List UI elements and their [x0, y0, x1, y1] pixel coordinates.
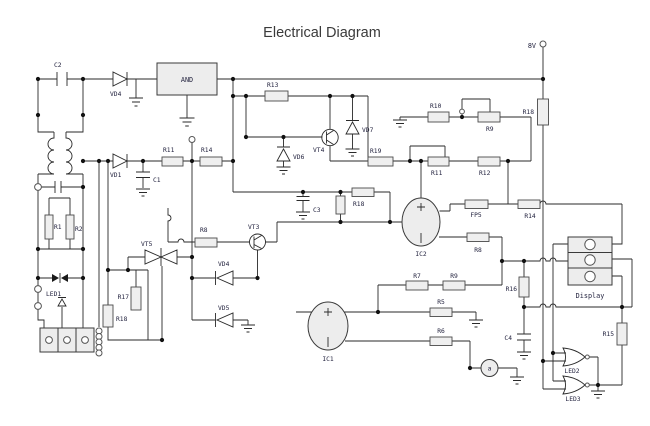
- resistor-r1: R1: [44, 214, 62, 240]
- svg-text:R9: R9: [486, 126, 494, 133]
- resistor-r8-low: R8: [466, 232, 490, 254]
- resistor-r8-mid: R8: [194, 227, 218, 248]
- resistor-r14-right: R14: [517, 199, 541, 220]
- diode-vd5: VD5: [215, 305, 234, 328]
- svg-text:R13: R13: [267, 82, 279, 89]
- resistor-r9-top: R9: [477, 111, 501, 133]
- capacitor-c2: C2: [54, 62, 68, 86]
- terminal-circles: [34, 40, 547, 310]
- diode-vd6: VD6: [276, 148, 305, 162]
- svg-text:R15: R15: [603, 331, 615, 338]
- svg-text:R2: R2: [75, 226, 83, 233]
- resistor-r10: R10: [427, 103, 450, 123]
- svg-text:LED1: LED1: [46, 291, 61, 298]
- svg-text:VT5: VT5: [141, 241, 153, 248]
- relay-coil-icon: [95, 327, 103, 357]
- transistor-vt4: VT4: [313, 128, 339, 154]
- svg-text:a: a: [488, 366, 492, 373]
- resistor-r6: R6: [429, 328, 453, 346]
- svg-text:R17: R17: [118, 294, 130, 301]
- resistor-r11-left: R11: [161, 147, 184, 167]
- resistor-r14-left: R14: [199, 147, 223, 167]
- svg-text:R5: R5: [437, 299, 445, 306]
- resistor-r2: R2: [65, 214, 83, 240]
- svg-text:C3: C3: [313, 207, 321, 214]
- and-gate: AND: [156, 62, 218, 96]
- svg-text:IC1: IC1: [322, 356, 334, 363]
- svg-text:VT3: VT3: [248, 224, 260, 231]
- opamp-ic1: IC1: [307, 301, 349, 363]
- svg-text:Display: Display: [576, 292, 605, 300]
- svg-text:VD4: VD4: [110, 91, 122, 98]
- transistor-vt3: VT3: [248, 224, 266, 251]
- diode-vd4-mid: VD4: [215, 261, 234, 286]
- svg-text:R7: R7: [413, 273, 421, 280]
- meter-a: a: [480, 359, 499, 377]
- svg-text:R8: R8: [200, 227, 208, 234]
- svg-text:R19: R19: [370, 148, 382, 155]
- terminal-block: [39, 327, 95, 353]
- display-unit: Display: [567, 236, 613, 300]
- svg-text:C2: C2: [54, 62, 62, 69]
- led2-gate: LED2: [562, 347, 590, 375]
- svg-text:C4: C4: [504, 335, 512, 342]
- svg-text:R18: R18: [523, 109, 535, 116]
- junction-dots: [35, 76, 625, 388]
- svg-text:R11: R11: [163, 147, 175, 154]
- opamp-ic2: IC2: [401, 197, 441, 258]
- svg-text:FP5: FP5: [470, 212, 482, 219]
- resistor-r9-low: R9: [442, 273, 466, 291]
- svg-text:R14: R14: [201, 147, 213, 154]
- diode-vd4-top: VD4: [110, 71, 129, 98]
- svg-text:R8: R8: [474, 247, 482, 254]
- svg-text:R18: R18: [116, 316, 128, 323]
- svg-text:R11: R11: [431, 170, 443, 177]
- resistor-r7: R7: [405, 273, 429, 291]
- resistor-r12: R12: [477, 156, 501, 177]
- triac-vt5: VT5: [141, 241, 178, 266]
- diode-pair-icon: [52, 274, 68, 282]
- svg-text:R16: R16: [506, 286, 518, 293]
- resistor-r19: R19: [367, 148, 394, 167]
- led3-gate: LED3: [562, 375, 590, 403]
- svg-text:IC2: IC2: [415, 251, 427, 258]
- svg-text:VT4: VT4: [313, 147, 325, 154]
- resistor-r18-mid: R18: [335, 187, 375, 215]
- resistor-r15: R15: [603, 322, 628, 346]
- diode-vd7: VD7: [345, 121, 374, 135]
- resistor-r18-low: R18: [102, 304, 128, 328]
- resistor-r16: R16: [506, 276, 530, 298]
- svg-text:VD5: VD5: [218, 305, 230, 312]
- svg-text:VD7: VD7: [362, 127, 374, 134]
- supply-8v-label: 8V: [528, 42, 536, 50]
- resistor-r18-top: R18: [523, 98, 549, 126]
- capacitor-c3: C3: [313, 207, 321, 214]
- page-title: Electrical Diagram: [263, 25, 381, 41]
- svg-text:VD1: VD1: [110, 172, 122, 179]
- svg-text:R14: R14: [524, 213, 536, 220]
- svg-text:R1: R1: [54, 224, 62, 231]
- resistor-r5: R5: [429, 299, 453, 317]
- svg-text:R12: R12: [479, 170, 491, 177]
- resistor-r11-mid: R11: [427, 156, 450, 177]
- ground-symbols: [129, 79, 605, 399]
- capacitor-c1: C1: [153, 177, 161, 184]
- svg-text:LED2: LED2: [564, 368, 579, 375]
- resistor-r13: R13: [264, 82, 289, 102]
- svg-text:R18: R18: [353, 201, 365, 208]
- svg-text:AND: AND: [181, 76, 193, 84]
- svg-text:R9: R9: [450, 273, 458, 280]
- diode-vd1: VD1: [110, 153, 129, 179]
- svg-text:LED3: LED3: [565, 396, 580, 403]
- resistor-fp5: FP5: [464, 199, 489, 219]
- svg-text:R10: R10: [430, 103, 442, 110]
- svg-text:VD6: VD6: [293, 154, 305, 161]
- capacitor-c4: C4: [504, 335, 512, 342]
- svg-text:VD4: VD4: [218, 261, 230, 268]
- svg-text:R6: R6: [437, 328, 445, 335]
- resistor-r17: R17: [118, 286, 142, 311]
- led1: LED1: [46, 291, 67, 307]
- svg-text:C1: C1: [153, 177, 161, 184]
